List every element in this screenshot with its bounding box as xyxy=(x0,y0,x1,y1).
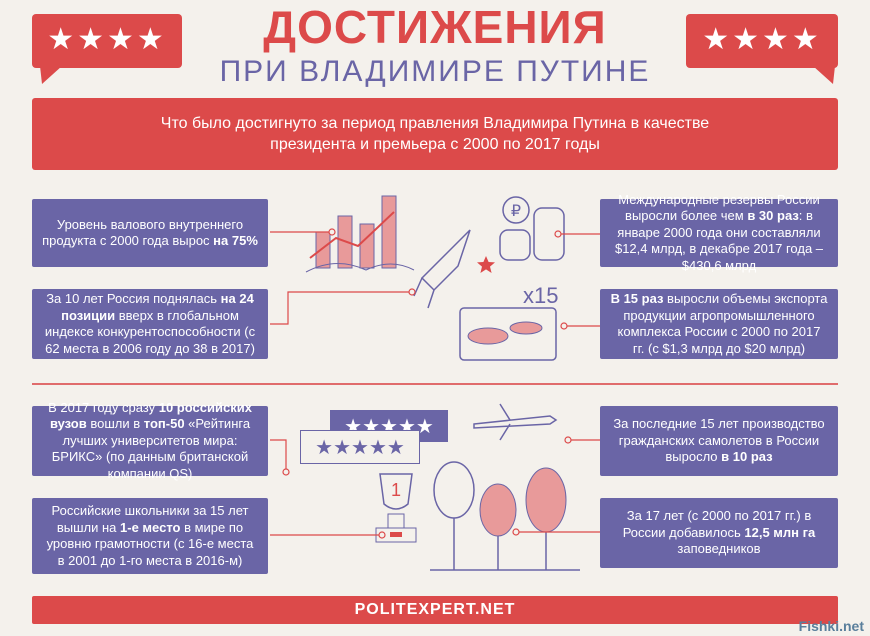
card-reserves-text: Международные резервы России выросли бол… xyxy=(618,191,820,224)
card-universities-mid: вошли в xyxy=(86,416,144,432)
ruble-icon: ₽ xyxy=(511,201,521,220)
growth-chart-icon xyxy=(305,195,415,273)
card-universities-bold2: топ-50 xyxy=(143,416,185,432)
card-agro: В 15 раз выросли объемы экспорта продукц… xyxy=(600,289,838,359)
star-rating-icon: ★★★★★ xyxy=(315,435,405,459)
trophy-icon: 1 xyxy=(375,473,417,543)
airplane-icon xyxy=(473,403,558,441)
card-schoolchildren: Российские школьники за 15 лет вышли на … xyxy=(32,498,268,574)
card-gdp-bold: на 75% xyxy=(213,233,258,248)
card-aircraft: За последние 15 лет производство граждан… xyxy=(600,406,838,476)
card-competitiveness-text: За 10 лет Россия поднялась xyxy=(46,291,221,306)
coins-icon: ₽ xyxy=(499,196,565,261)
card-agro-text: выросли объемы экспорта продукции агропр… xyxy=(617,291,828,356)
card-nature-reserves: За 17 лет (с 2000 по 2017 гг.) в России … xyxy=(600,498,838,568)
card-universities-bold1: 10 российских вузов xyxy=(49,399,252,432)
card-gdp: Уровень валового внутреннего продукта с … xyxy=(32,199,268,267)
card-gdp-text: Уровень валового внутреннего продукта с … xyxy=(42,216,244,249)
stars-bubble-left: ★★★★ xyxy=(32,14,182,68)
card-nature-text: За 17 лет (с 2000 по 2017 гг.) в России … xyxy=(622,508,812,540)
star-rating-icon: ★★★★ xyxy=(702,22,822,57)
multiplier-label: x15 xyxy=(523,283,559,308)
bubble-tail-left xyxy=(40,66,62,84)
stars-bubble-right: ★★★★ xyxy=(686,14,838,68)
card-competitiveness-bold: на 24 позиции xyxy=(61,291,254,323)
agro-export-icon xyxy=(459,307,557,361)
banner-line-1: Что было достигнуто за период правления … xyxy=(160,115,710,132)
card-universities: В 2017 году сразу 10 российских вузов во… xyxy=(32,400,268,481)
card-competitiveness: За 10 лет Россия поднялась на 24 позиции… xyxy=(32,289,268,359)
trees-icon xyxy=(430,461,580,571)
card-schoolchildren-text: Российские школьники за 15 лет вышли на xyxy=(51,503,249,535)
card-aircraft-bold: в 10 раз xyxy=(721,449,773,465)
card-schoolchildren-bold: 1-е место xyxy=(120,519,181,535)
card-universities-text: В 2017 году сразу xyxy=(48,399,159,415)
card-nature-post: заповедников xyxy=(677,541,761,557)
card-reserves-bold: в 30 раз xyxy=(747,208,799,224)
card-competitiveness-post: вверх в глобальном индексе конкурентоспо… xyxy=(44,307,256,356)
trophy-number: 1 xyxy=(391,480,401,500)
star-icon xyxy=(477,256,495,273)
card-universities-post: «Рейтинга лучших университетов мира: БРИ… xyxy=(51,416,251,481)
star-rating-icon: ★★★★ xyxy=(47,22,167,57)
card-reserves-post: : в январе 2000 года они составляли $12,… xyxy=(614,208,824,273)
bubble-tail-right xyxy=(813,66,835,84)
footer-site-link[interactable]: POLITEXPERT.NET xyxy=(32,596,838,624)
rating-stars-bottom: ★★★★★ xyxy=(300,430,420,464)
banner-line-2: президента и премьера с 2000 по 2017 год… xyxy=(270,136,600,153)
watermark: Fishki.net xyxy=(798,618,864,634)
card-agro-bold: В 15 раз xyxy=(610,291,664,306)
card-nature-bold: 12,5 млн га xyxy=(744,524,816,540)
page-subtitle: ПРИ ВЛАДИМИРЕ ПУТИНЕ xyxy=(219,55,651,88)
card-reserves: Международные резервы России выросли бол… xyxy=(600,192,838,273)
intro-banner: Что было достигнуто за период правления … xyxy=(32,98,838,170)
card-aircraft-text: За последние 15 лет производство граждан… xyxy=(613,416,825,465)
page-title: ДОСТИЖЕНИЯ xyxy=(263,1,607,53)
card-schoolchildren-post: в мире по уровню грамотности (с 16-е мес… xyxy=(46,519,254,568)
section-divider xyxy=(32,383,838,385)
